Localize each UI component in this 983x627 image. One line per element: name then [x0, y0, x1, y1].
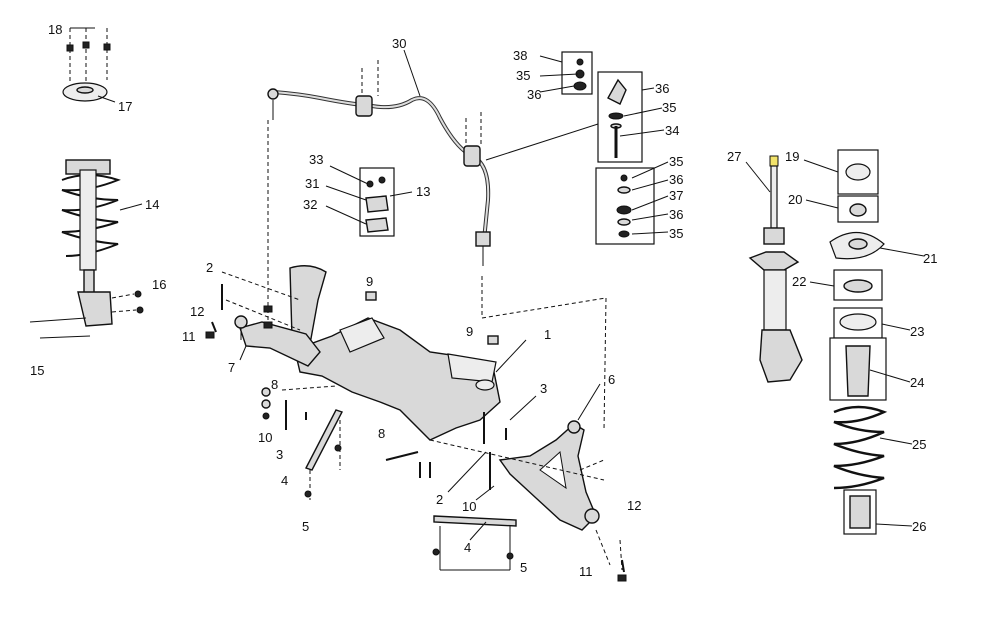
label-10a: 10: [258, 430, 272, 445]
label-32: 32: [303, 197, 317, 212]
lower-control-arm-right-6: [498, 420, 600, 531]
label-12b: 12: [627, 498, 641, 513]
tie-rod-4-right: [433, 515, 517, 527]
label-37: 37: [669, 188, 683, 203]
label-33: 33: [309, 152, 323, 167]
label-23: 23: [910, 324, 924, 339]
subframe-1: [289, 265, 501, 441]
label-4b: 4: [464, 540, 471, 555]
label-26: 26: [912, 519, 926, 534]
label-24: 24: [910, 375, 924, 390]
label-17: 17: [118, 99, 132, 114]
label-35b: 35: [662, 100, 676, 115]
label-35a: 35: [516, 68, 530, 83]
bushing-box-31-33: [359, 167, 395, 237]
label-31: 31: [305, 176, 319, 191]
label-9a: 9: [366, 274, 373, 289]
label-15: 15: [30, 363, 44, 378]
label-20: 20: [788, 192, 802, 207]
label-7: 7: [228, 360, 235, 375]
lower-control-arm-left-7: [234, 315, 321, 367]
label-4a: 4: [281, 473, 288, 488]
label-35c: 35: [669, 154, 683, 169]
link-box-35-37: [595, 167, 655, 245]
tie-rod-4-left: [305, 409, 343, 471]
label-3b: 3: [540, 381, 547, 396]
label-34: 34: [665, 123, 679, 138]
label-35d: 35: [669, 226, 683, 241]
label-3a: 3: [276, 447, 283, 462]
label-11a: 11: [182, 329, 196, 344]
label-13: 13: [416, 184, 430, 199]
label-38: 38: [513, 48, 527, 63]
leader-lines: [239, 55, 925, 541]
label-27: 27: [727, 149, 741, 164]
label-5a: 5: [302, 519, 309, 534]
label-36c: 36: [669, 172, 683, 187]
label-12a: 12: [190, 304, 204, 319]
stabilizer-bar-30: [267, 49, 599, 266]
label-8a: 8: [271, 377, 278, 392]
label-16: 16: [152, 277, 166, 292]
label-25: 25: [912, 437, 926, 452]
part-labels: 18 17 14 16 15 2 12 11 7 8 10 3 4 5 30 3…: [30, 22, 937, 579]
label-22: 22: [792, 274, 806, 289]
strut-27: [748, 155, 803, 383]
label-36a: 36: [527, 87, 541, 102]
label-6: 6: [608, 372, 615, 387]
top-mount-17: [62, 27, 116, 103]
label-8b: 8: [378, 426, 385, 441]
label-11b: 11: [579, 564, 593, 579]
label-10b: 10: [462, 499, 476, 514]
fasteners: [205, 291, 627, 582]
label-30: 30: [392, 36, 406, 51]
label-2a: 2: [206, 260, 213, 275]
label-19: 19: [785, 149, 799, 164]
right-stack-boxes: [829, 149, 888, 535]
label-18: 18: [48, 22, 62, 37]
link-box-34: [597, 71, 643, 163]
label-2b: 2: [436, 492, 443, 507]
label-36d: 36: [669, 207, 683, 222]
label-1: 1: [544, 327, 551, 342]
label-9b: 9: [466, 324, 473, 339]
strut-assembly-14: [29, 159, 144, 339]
assembly-lines: [221, 120, 623, 571]
label-14: 14: [145, 197, 159, 212]
label-21: 21: [923, 251, 937, 266]
label-5b: 5: [520, 560, 527, 575]
label-36b: 36: [655, 81, 669, 96]
